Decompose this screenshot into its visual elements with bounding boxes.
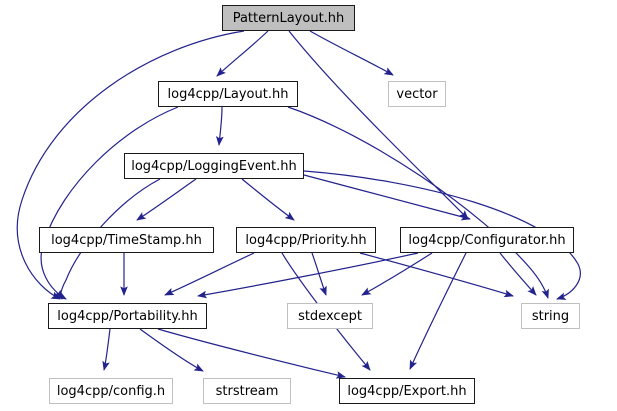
node-label-vector: vector [396,86,438,102]
edge-configurator-to-string [499,252,537,296]
node-vector[interactable]: vector [388,81,446,107]
edge-pattern_layout-to-configurator [288,30,469,220]
edge-configurator-to-export [409,252,467,370]
edge-logging_event-to-timestamp [136,178,197,221]
node-priority[interactable]: log4cpp/Priority.hh [236,227,376,253]
node-label-string: string [531,308,570,324]
node-label-stdexcept: stdexcept [298,308,362,324]
node-configurator[interactable]: log4cpp/Configurator.hh [400,227,574,253]
node-label-logging_event: log4cpp/LoggingEvent.hh [131,158,297,174]
node-layout[interactable]: log4cpp/Layout.hh [158,81,298,107]
node-label-config: log4cpp/config.h [56,383,166,399]
node-label-configurator: log4cpp/Configurator.hh [408,232,566,248]
edge-pattern_layout-to-vector [309,30,394,76]
edge-pattern_layout-to-layout [216,30,269,77]
node-label-priority: log4cpp/Priority.hh [245,232,367,248]
edge-configurator-to-portability [197,252,419,299]
edge-layout-to-string [287,106,549,299]
edge-layout-to-logging_event [215,106,224,146]
edge-portability-to-strstream [139,328,204,372]
node-label-pattern_layout: PatternLayout.hh [232,10,345,26]
edge-priority-to-stdexcept [311,252,327,296]
node-strstream[interactable]: strstream [203,378,291,404]
node-timestamp[interactable]: log4cpp/TimeStamp.hh [39,227,214,253]
edge-portability-to-config [102,328,111,371]
edge-layout-to-portability [40,106,179,300]
node-label-strstream: strstream [215,383,279,399]
edge-configurator-to-stdexcept [361,252,433,296]
edge-priority-to-string [359,252,514,298]
node-label-layout: log4cpp/Layout.hh [167,86,289,102]
edge-logging_event-to-priority [241,178,295,221]
node-logging_event[interactable]: log4cpp/LoggingEvent.hh [124,153,304,179]
edge-logging_event-to-configurator [303,174,471,221]
node-export[interactable]: log4cpp/Export.hh [339,378,475,404]
node-label-export: log4cpp/Export.hh [347,383,467,399]
node-portability[interactable]: log4cpp/Portability.hh [48,303,207,329]
node-label-portability: log4cpp/Portability.hh [57,308,198,324]
node-pattern_layout[interactable]: PatternLayout.hh [222,5,355,31]
edge-priority-to-portability [164,252,255,296]
node-stdexcept[interactable]: stdexcept [287,303,373,329]
node-string[interactable]: string [521,303,580,329]
edge-portability-to-export [157,328,346,379]
node-config[interactable]: log4cpp/config.h [49,378,173,404]
node-label-timestamp: log4cpp/TimeStamp.hh [51,232,202,248]
